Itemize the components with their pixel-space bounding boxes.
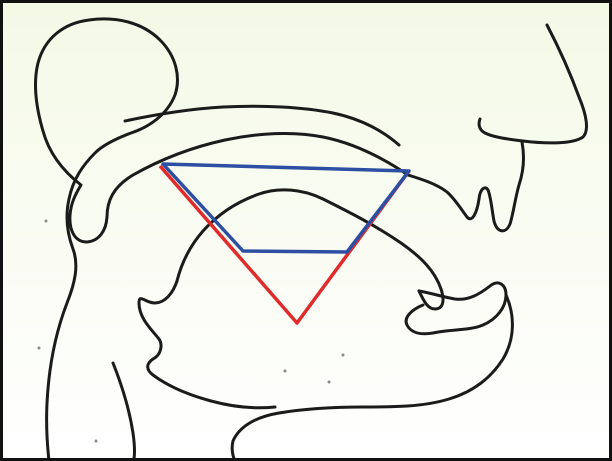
speck — [95, 440, 98, 443]
speck — [45, 220, 48, 223]
speck — [328, 381, 331, 384]
vocal-tract-svg — [3, 3, 612, 461]
background — [3, 3, 612, 461]
speck — [38, 347, 41, 350]
speck — [342, 354, 345, 357]
speck — [284, 370, 287, 373]
